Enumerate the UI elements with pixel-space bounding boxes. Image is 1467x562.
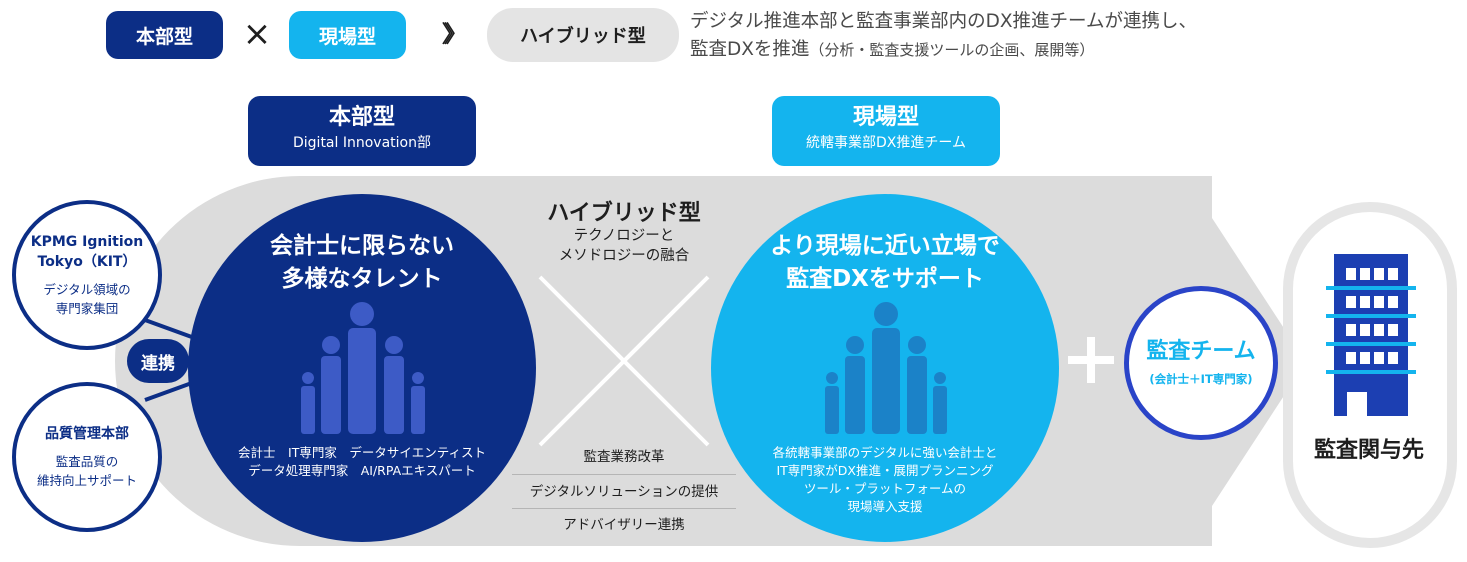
hybrid-item-audit-reform: 監査業務改革 [583,449,665,465]
genba-desc-line1: 各統轄事業部のデジタルに強い会計士と [772,445,998,460]
people-group-icon-honbu [301,302,425,434]
kit-sub-line1: デジタル領域の [43,282,131,297]
hybrid-divider-1 [512,474,736,475]
legend-genba-badge: 現場型 [289,11,406,59]
honbu-tab-subtitle: Digital Innovation部 [293,135,431,151]
honbu-tab-title: 本部型 [328,105,395,130]
hybrid-item-digital-solutions: デジタルソリューションの提供 [529,484,719,500]
quality-sub-line1: 監査品質の [55,454,119,469]
genba-message: より現場に近い立場で 監査DXをサポート [745,230,1025,296]
building-icon [1326,254,1416,416]
hybrid-item-advisory: アドバイザリー連携 [563,517,685,533]
honbu-talents: 会計士 IT専門家 データサイエンティスト データ処理専門家 AI/RPAエキス… [212,444,512,480]
honbu-talent-line1: 会計士 IT専門家 データサイエンティスト [238,445,486,460]
genba-tab: 現場型 統轄事業部DX推進チーム [772,96,1000,166]
audit-team-title: 監査チーム [1146,339,1256,364]
honbu-tab: 本部型 Digital Innovation部 [248,96,476,166]
genba-desc-line2: IT専門家がDX推進・展開プランニング [776,463,994,478]
quality-sub-line2: 維持向上サポート [36,473,137,488]
hybrid-sub-line1: テクノロジーと [573,228,675,244]
kit-sub-line2: 専門家集団 [55,301,119,316]
kit-title-line1: KPMG Ignition [30,234,144,250]
honbu-msg-line2: 多様なタレント [281,266,443,292]
genba-msg-line1: より現場に近い立場で [770,233,1000,259]
genba-description: 各統轄事業部のデジタルに強い会計士と IT専門家がDX推進・展開プランニング ツ… [735,444,1035,516]
quality-circle: 品質管理本部 監査品質の 維持向上サポート [12,382,162,532]
plus-icon-v [1087,337,1095,383]
honbu-message: 会計士に限らない 多様なタレント [232,230,492,296]
triple-chevron-icon: 〉〉〉 [441,20,469,48]
kit-title-line2: Tokyo（KIT） [37,254,137,270]
honbu-talent-line2: データ処理専門家 AI/RPAエキスパート [248,463,476,478]
legend-description: デジタル推進本部と監査事業部内のDX推進チームが連携し、 監査DXを推進（分析・… [690,8,1197,64]
quality-title: 品質管理本部 [45,426,129,442]
hybrid-sub-line2: メソドロジーの融合 [558,248,690,264]
hybrid-subtitle: テクノロジーと メソドロジーの融合 [510,226,738,266]
legend-desc-line1: デジタル推進本部と監査事業部内のDX推進チームが連携し、 [690,11,1197,32]
cross-line-2 [538,275,710,447]
genba-tab-subtitle: 統轄事業部DX推進チーム [806,135,966,151]
connector-kit [144,318,201,342]
genba-desc-line3: ツール・プラットフォームの [803,481,967,496]
legend-desc-line2: 監査DXを推進 [690,39,810,60]
genba-msg-line2: 監査DXをサポート [786,266,984,292]
times-icon: × [242,14,272,54]
genba-tab-title: 現場型 [852,105,919,130]
legend-hybrid-badge: ハイブリッド型 [487,8,679,62]
audit-team-subtitle: (会計士＋IT専門家) [1149,372,1253,386]
client-label: 監査関与先 [1313,438,1424,463]
renkei-badge: 連携 [127,339,189,383]
people-group-icon-genba [825,302,947,434]
genba-desc-line4: 現場導入支援 [847,499,923,514]
audit-team-circle: 監査チーム (会計士＋IT専門家) [1124,286,1278,440]
hybrid-title: ハイブリッド型 [547,201,701,226]
hybrid-divider-2 [512,508,736,509]
honbu-msg-line1: 会計士に限らない [270,233,454,259]
legend-desc-paren: （分析・監査支援ツールの企画、展開等） [809,41,1095,59]
kit-circle: KPMG Ignition Tokyo（KIT） デジタル領域の 専門家集団 [12,200,162,350]
legend-honbu-badge: 本部型 [106,11,223,59]
